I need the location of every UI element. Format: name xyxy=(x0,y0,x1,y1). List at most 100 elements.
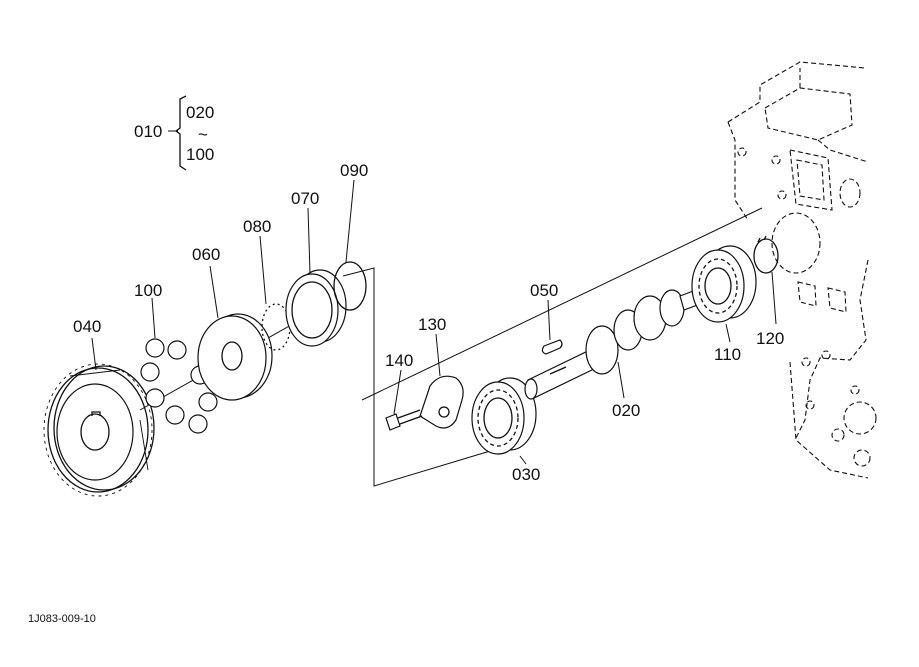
block-bolt-b xyxy=(737,147,747,157)
part-100-balls xyxy=(140,338,218,434)
shaft-keyslot xyxy=(549,366,567,375)
gear-front-face xyxy=(56,383,134,481)
gear-teeth-rim xyxy=(43,363,153,497)
callout-050: 050 xyxy=(530,281,558,300)
part-020-camshaft xyxy=(524,289,701,400)
gear-keyway xyxy=(91,411,101,416)
callout-130: 130 xyxy=(418,315,446,334)
race-front xyxy=(285,273,339,347)
shaft-axis-line xyxy=(361,207,763,401)
block-bolt-g xyxy=(777,190,787,200)
snap-ring-2-lugs xyxy=(757,235,767,243)
block-right-contour xyxy=(794,259,869,441)
snap-ring xyxy=(333,261,367,311)
ball-1 xyxy=(145,338,165,358)
callout-020: 020 xyxy=(612,401,640,420)
block-top-face xyxy=(764,87,853,141)
gear-mid xyxy=(53,365,155,491)
camshaft-bore xyxy=(771,212,821,274)
leader-080 xyxy=(259,235,267,305)
bearing2-front xyxy=(691,249,745,323)
figure-id: 1J083-009-10 xyxy=(28,613,96,625)
callout-100: 100 xyxy=(134,281,162,300)
gear-back-face xyxy=(47,367,149,493)
race-inner xyxy=(291,281,333,339)
plate-front xyxy=(197,315,267,401)
block-port xyxy=(789,149,833,211)
assembly-range-end: 100 xyxy=(186,145,214,164)
bearing2-balls xyxy=(698,258,738,314)
leader-060 xyxy=(209,265,219,319)
bolt-head xyxy=(385,413,401,431)
engine-block xyxy=(727,61,877,479)
block-slot-1 xyxy=(797,281,817,307)
callout-120: 120 xyxy=(756,329,784,348)
ball-8 xyxy=(188,414,208,434)
part-130-stopper xyxy=(419,375,464,429)
callout-110: 110 xyxy=(714,345,741,364)
block-boss-2 xyxy=(853,449,871,467)
ball-5 xyxy=(145,388,165,408)
part-120-snap-ring xyxy=(753,235,779,274)
callout-040: 040 xyxy=(73,317,101,336)
block-bolt-f xyxy=(805,400,815,410)
ball-3 xyxy=(140,362,160,382)
block-slot-2 xyxy=(827,287,847,313)
part-140-bolt xyxy=(385,409,423,431)
gear-bore xyxy=(80,413,110,451)
block-bolt-d xyxy=(801,357,811,367)
bearing-inner xyxy=(483,397,513,439)
leader-100 xyxy=(151,297,156,339)
ball-2 xyxy=(167,340,187,360)
bearing2-inner xyxy=(704,267,732,305)
callout-060: 060 xyxy=(192,245,220,264)
block-bolt-a xyxy=(850,385,860,395)
leader-110 xyxy=(725,323,731,343)
leader-120 xyxy=(771,271,777,325)
ball-6 xyxy=(198,392,218,412)
callout-140: 140 xyxy=(385,351,413,370)
assembly-brace xyxy=(174,95,187,171)
part-090-snap-ring xyxy=(333,261,367,311)
leader-130 xyxy=(435,333,441,377)
bolt-shank xyxy=(397,409,423,425)
stopper-hole xyxy=(438,406,450,418)
block-flange xyxy=(817,139,869,163)
key-body xyxy=(541,339,563,355)
snap-ring-2 xyxy=(753,238,779,274)
callout-080: 080 xyxy=(243,217,271,236)
plate-hole xyxy=(221,341,243,371)
part-050-key xyxy=(541,339,563,355)
block-boss-3 xyxy=(831,428,845,442)
block-top-edge xyxy=(727,61,866,123)
part-040-gear xyxy=(43,363,155,497)
shaft-front-journal xyxy=(527,349,597,399)
block-lower-edge xyxy=(789,361,869,479)
leader-040 xyxy=(91,337,97,371)
callout-030: 030 xyxy=(512,465,540,484)
part-060-plate xyxy=(197,313,273,401)
leader-030 xyxy=(519,455,527,465)
assembly-main-label: 010 xyxy=(134,122,162,141)
part-070-race xyxy=(285,269,347,347)
leader-050 xyxy=(547,299,551,341)
block-bolt-c xyxy=(771,155,781,165)
assembly-range-sep: ~ xyxy=(198,125,208,144)
block-bolt-e xyxy=(821,350,831,360)
group-bracket-line xyxy=(342,267,521,487)
cam-lobe-1 xyxy=(585,325,619,375)
callout-090: 090 xyxy=(340,161,368,180)
bearing-balls xyxy=(477,389,519,447)
gear-helix-lines xyxy=(69,369,149,471)
leader-090 xyxy=(345,179,355,263)
stopper-body xyxy=(419,375,464,429)
ball-7 xyxy=(165,405,185,425)
part-030-bearing xyxy=(471,377,537,455)
leader-070 xyxy=(307,207,311,275)
part-110-bearing xyxy=(691,245,757,323)
shaft-end xyxy=(524,378,538,400)
leader-140 xyxy=(393,369,402,415)
assembly-range-start: 020 xyxy=(186,103,214,122)
